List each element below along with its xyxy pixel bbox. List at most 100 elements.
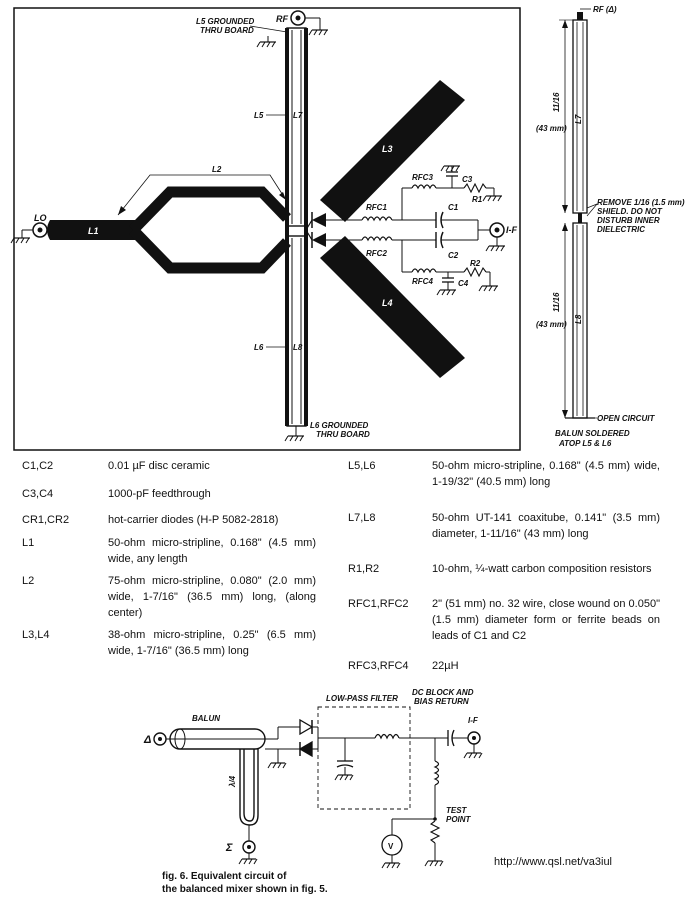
sigma-label: Σ [225,842,233,854]
r1-resistor [463,182,503,202]
c3-feedthrough [440,165,461,188]
l3-label: L3 [382,144,393,154]
rfc3-choke [402,184,464,190]
balun-label: BALUN [192,714,220,723]
l5-grounded-label: L5 GROUNDED [196,17,254,26]
eq-if-label: I-F [468,716,479,725]
rf-label: RF [276,14,288,24]
rfc1-label: RFC1 [366,203,387,212]
test-point-label-2: POINT [446,815,472,824]
rfc2-label: RFC2 [366,249,387,258]
balun-remove-note-3: DISTURB INNER [597,216,660,225]
part-desc: 10-ohm, ¼-watt carbon composition resist… [432,563,652,575]
filter-capacitor [334,738,354,781]
low-pass-filter-label: LOW-PASS FILTER [326,694,398,703]
part-desc: 2" (51 mm) no. 32 wire, close wound on 0… [432,598,660,642]
figure-caption: fig. 6. Equivalent circuit of the balanc… [162,870,462,896]
c2-capacitor [402,231,478,249]
balun-l8-label: L8 [574,314,583,324]
bias-return-inductor [433,760,440,786]
l4-stripline [320,236,465,378]
filter-inductor [374,733,430,740]
dc-block-capacitor [430,729,468,747]
l6-grounded-label: L6 GROUNDED [310,421,368,430]
bias-resistor [429,820,441,844]
c1-capacitor [402,211,478,229]
balun-rf-label: RF (Δ) [593,5,617,14]
l2-label: L2 [212,165,222,174]
c4-label: C4 [458,279,469,288]
figure-caption-line-1: fig. 6. Equivalent circuit of [162,871,287,882]
part-desc: 22µH [432,660,459,672]
balun-caption-2: ATOP L5 & L6 [558,439,612,448]
balun-lower-mm: (43 mm) [536,320,567,329]
l8-label: L8 [293,343,303,352]
source-url[interactable]: http://www.qsl.net/va3iul [494,856,613,868]
balun-upper-mm: (43 mm) [536,124,567,133]
part-ref: L5,L6 [348,460,376,472]
mixer-diode-1 [290,718,318,736]
if-connector [485,222,506,252]
rfc1-choke [326,216,402,222]
dc-block-label-1: DC BLOCK AND [412,688,474,697]
rfc4-label: RFC4 [412,277,433,286]
part-desc: 1000-pF feedthrough [108,488,211,500]
balun-l7-label: L7 [574,114,583,124]
l4-label: L4 [382,298,393,308]
l5-label: L5 [254,111,264,120]
part-ref: L2 [22,575,35,587]
r2-label: R2 [470,259,481,268]
part-ref: C3,C4 [22,488,54,500]
rfc4-choke [402,268,464,274]
l3-stripline [320,80,465,222]
part-ref: R1,R2 [348,563,380,575]
part-ref: RFC1,RFC2 [348,598,409,610]
part-desc: 75-ohm micro-stripline, 0.080" (2.0 mm) … [108,575,316,619]
l5-thru-board-label: THRU BOARD [200,26,254,35]
balun-caption-1: BALUN SOLDERED [555,429,630,438]
cr2-diode [312,233,326,247]
part-desc: 0.01 µF disc ceramic [108,460,210,472]
rfc2-choke [326,236,402,242]
r1-label: R1 [472,195,483,204]
low-pass-filter-box [317,706,411,810]
l1-stripline [47,220,135,240]
balun-upper-fraction: 11/16 [552,92,561,112]
c2-label: C2 [448,251,459,260]
test-point-label-1: TEST [446,806,468,815]
rf-connector [290,10,329,36]
l6-thru-board-label: THRU BOARD [316,430,370,439]
parts-list: C1,C2 0.01 µF disc ceramic C3,C4 1000-pF… [0,455,685,680]
rfc3-label: RFC3 [412,173,433,182]
equivalent-circuit-diagram: Δ BALUN λ/4 Σ LOW-PASS FILTER [143,688,483,869]
part-desc: 38-ohm micro-stripline, 0.25" (6.5 mm) w… [108,629,316,657]
dc-block-label-2: BIAS RETURN [414,697,469,706]
c4-feedthrough [436,272,457,296]
pcb-board-outline [13,7,521,451]
l8-coax [286,235,307,427]
part-ref: L7,L8 [348,512,376,524]
c1-label: C1 [448,203,459,212]
delta-label: Δ [143,734,151,746]
part-ref: RFC3,RFC4 [348,660,409,672]
balun-remove-note-2: SHIELD. DO NOT [597,207,663,216]
quarter-wave-stub [239,749,259,826]
lo-label: LO [34,213,47,223]
part-desc: 50-ohm micro-stripline, 0.168" (4.5 mm) … [108,537,316,565]
l1-label: L1 [88,226,99,236]
l2-stripline [129,186,291,274]
balun-remove-note-4: DIELECTRIC [597,225,645,234]
if-label: I-F [506,225,517,235]
l6-label: L6 [254,343,264,352]
lo-connector [10,222,48,244]
c3-label: C3 [462,175,473,184]
part-desc: hot-carrier diodes (H-P 5082-2818) [108,514,279,526]
figure-caption-line-2: the balanced mixer shown in fig. 5. [162,884,328,895]
lambda-quarter-label: λ/4 [228,775,237,788]
balun-diagram: RF (Δ) 11/16 (43 mm) L7 11/16 (43 mm) L8… [536,5,685,448]
mixer-diode-2 [290,740,318,758]
mixer-layout-diagram: RF L5 GROUNDED THRU BOARD L6 GROUNDED TH… [10,7,521,451]
l7-coax [286,27,307,227]
balun-lower-fraction: 11/16 [552,292,561,312]
part-desc: 50-ohm UT-141 coaxitube, 0.141" (3.5 mm)… [432,512,660,540]
